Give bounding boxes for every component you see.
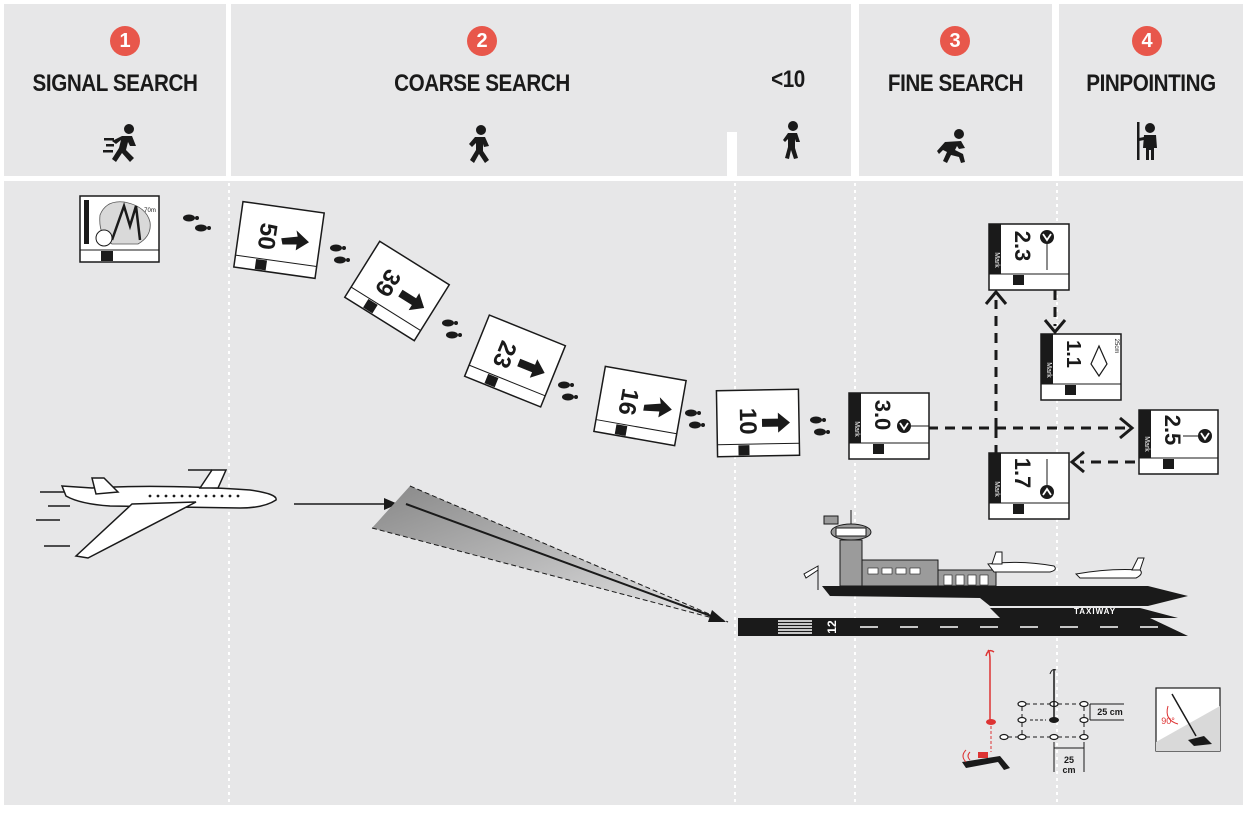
coarse-card-23: 23 bbox=[463, 314, 567, 408]
phase-title-under-10: <10 bbox=[771, 66, 805, 93]
taxiway-label: TAXIWAY bbox=[1074, 607, 1116, 616]
phase-number-badge: 1 bbox=[110, 26, 140, 56]
coarse-distance-value: 50 bbox=[252, 221, 282, 251]
mark-label: Mark bbox=[853, 421, 860, 437]
probe-angle-label: 90° bbox=[1161, 716, 1175, 726]
coarse-card-10: 10 bbox=[715, 388, 801, 458]
fine-card-right: Mark 2.5 bbox=[1138, 409, 1219, 475]
coarse-card-16: 16 bbox=[593, 365, 687, 447]
fine-distance-value: 1.1 bbox=[1062, 340, 1084, 368]
person-with-probe-icon bbox=[1137, 122, 1157, 160]
phase-number-badge: 2 bbox=[467, 26, 497, 56]
fine-distance-value: 2.5 bbox=[1160, 415, 1185, 446]
vertical-spacing-label: 25 bbox=[1064, 755, 1074, 765]
fine-card-up: Mark 2.3 bbox=[988, 223, 1070, 291]
coarse-card-39: 39 bbox=[343, 240, 451, 342]
runway-number: 12 bbox=[825, 620, 839, 634]
fine-distance-value: 3.0 bbox=[870, 400, 895, 431]
fine-distance-value: 1.7 bbox=[1010, 458, 1035, 489]
phase-number-badge: 3 bbox=[940, 26, 970, 56]
route-arrowheads bbox=[984, 289, 1135, 474]
center-card-range-label: 25cm bbox=[1113, 339, 1119, 354]
phase-panel-pinpointing: 4 PINPOINTING bbox=[1059, 4, 1243, 176]
phase-title: SIGNAL SEARCH bbox=[32, 70, 198, 97]
phase-separators bbox=[228, 183, 1058, 805]
running-person-icon bbox=[103, 124, 136, 162]
phase-panel-signal-search: 1 SIGNAL SEARCH bbox=[4, 4, 226, 176]
airplane-illustration bbox=[36, 469, 277, 559]
mark-label: Mark bbox=[1045, 362, 1052, 378]
coarse-distance-value: 16 bbox=[612, 386, 643, 417]
phase-title: FINE SEARCH bbox=[887, 70, 1024, 97]
vertical-spacing-unit: cm bbox=[1062, 765, 1075, 775]
fine-card-down: Mark 1.7 bbox=[988, 452, 1070, 520]
phase-panel-fine-search: 3 FINE SEARCH bbox=[859, 4, 1052, 176]
slow-walking-person-icon bbox=[783, 121, 800, 159]
mark-label: Mark bbox=[993, 252, 1000, 268]
signal-search-device-card: 70m bbox=[79, 195, 160, 263]
airport-illustration: TAXIWAY 12 bbox=[738, 510, 1188, 636]
coarse-card-50: 50 bbox=[232, 200, 326, 280]
phase-title: PINPOINTING bbox=[1086, 70, 1216, 97]
fine-card-start: Mark 3.0 bbox=[848, 392, 930, 460]
probe-grid-illustration: 25 cm 25 cm bbox=[962, 649, 1124, 775]
mark-label: Mark bbox=[993, 481, 1000, 497]
phase-title: COARSE SEARCH bbox=[394, 70, 570, 97]
horizontal-spacing-label: 25 cm bbox=[1097, 707, 1123, 717]
mark-label: Mark bbox=[1143, 436, 1150, 452]
phase-number-badge: 4 bbox=[1132, 26, 1162, 56]
footprints bbox=[183, 214, 830, 436]
probe-angle-inset: 90° bbox=[1155, 687, 1221, 752]
walking-person-icon bbox=[469, 125, 489, 163]
coarse-distance-value: 10 bbox=[734, 408, 761, 435]
fine-card-center: Mark 1.1 25cm bbox=[1040, 333, 1122, 401]
fine-distance-value: 2.3 bbox=[1010, 231, 1035, 262]
signal-card-range-label: 70m bbox=[144, 208, 156, 214]
crouching-person-icon bbox=[937, 129, 965, 163]
